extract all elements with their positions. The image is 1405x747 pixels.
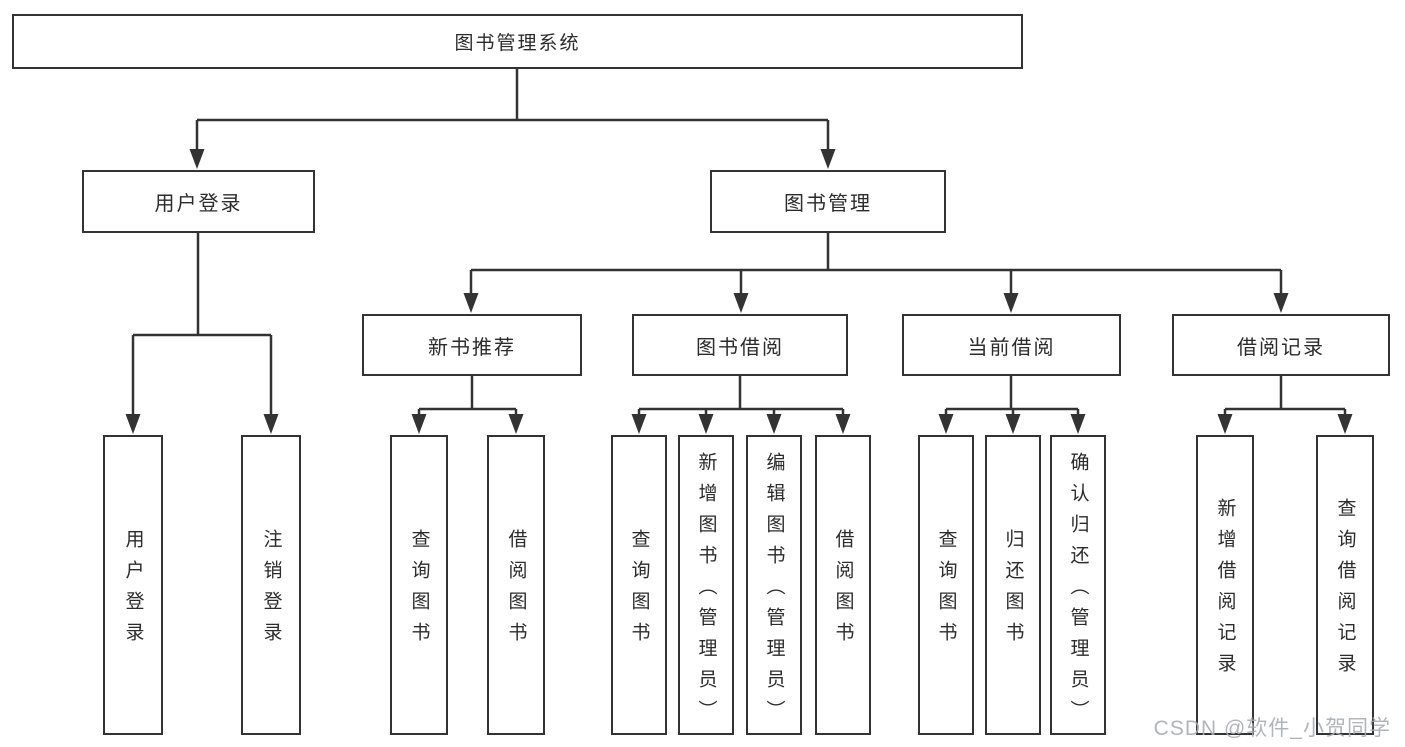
arrowheads <box>125 149 1353 434</box>
node-label: 查询图书 <box>628 529 650 653</box>
leaf-add-borrow-record: 新增借阅记录 <box>1196 435 1254 735</box>
node-label: 新增图书（管理员） <box>695 451 717 731</box>
node-label: 图书管理 <box>784 193 872 215</box>
node-current-borrow: 当前借阅 <box>902 314 1121 376</box>
node-label: 归还图书 <box>1002 529 1024 653</box>
node-label: 新书推荐 <box>428 336 516 359</box>
leaf-borrow-books: 借阅图书 <box>815 435 871 735</box>
leaf-query-books-recommend: 查询图书 <box>390 435 448 735</box>
leaf-borrow-books-recommend: 借阅图书 <box>487 435 545 735</box>
node-label: 图书管理系统 <box>454 33 581 54</box>
leaf-query-books-current: 查询图书 <box>918 435 974 735</box>
node-label: 查询图书 <box>408 529 430 653</box>
leaf-user-login: 用户登录 <box>103 435 163 735</box>
node-label: 查询借阅记录 <box>1334 498 1356 684</box>
node-label: 借阅记录 <box>1237 336 1325 359</box>
leaf-edit-books-admin: 编辑图书（管理员） <box>746 435 802 735</box>
leaf-query-books-borrow: 查询图书 <box>611 435 667 735</box>
node-book-management: 图书管理 <box>710 170 946 233</box>
leaf-return-books: 归还图书 <box>985 435 1041 735</box>
node-label: 查询图书 <box>935 529 957 653</box>
node-label: 新增借阅记录 <box>1214 498 1236 684</box>
node-label: 图书借阅 <box>696 336 784 359</box>
node-book-borrow: 图书借阅 <box>632 314 848 376</box>
node-label: 借阅图书 <box>505 529 527 653</box>
leaf-confirm-return-admin: 确认归还（管理员） <box>1050 435 1106 735</box>
leaf-add-books-admin: 新增图书（管理员） <box>678 435 734 735</box>
node-new-book-recommend: 新书推荐 <box>362 314 582 376</box>
node-label: 确认归还（管理员） <box>1067 451 1089 731</box>
node-library-management-system: 图书管理系统 <box>12 14 1023 69</box>
node-label: 注销登录 <box>260 529 282 653</box>
leaf-logout: 注销登录 <box>241 435 301 735</box>
node-label: 用户登录 <box>154 193 243 215</box>
node-user-login: 用户登录 <box>82 170 315 233</box>
node-label: 编辑图书（管理员） <box>763 451 785 731</box>
leaf-query-borrow-record: 查询借阅记录 <box>1316 435 1374 735</box>
node-label: 用户登录 <box>122 529 144 653</box>
node-label: 当前借阅 <box>967 336 1056 359</box>
node-borrow-records: 借阅记录 <box>1172 314 1390 376</box>
node-label: 借阅图书 <box>832 529 854 653</box>
